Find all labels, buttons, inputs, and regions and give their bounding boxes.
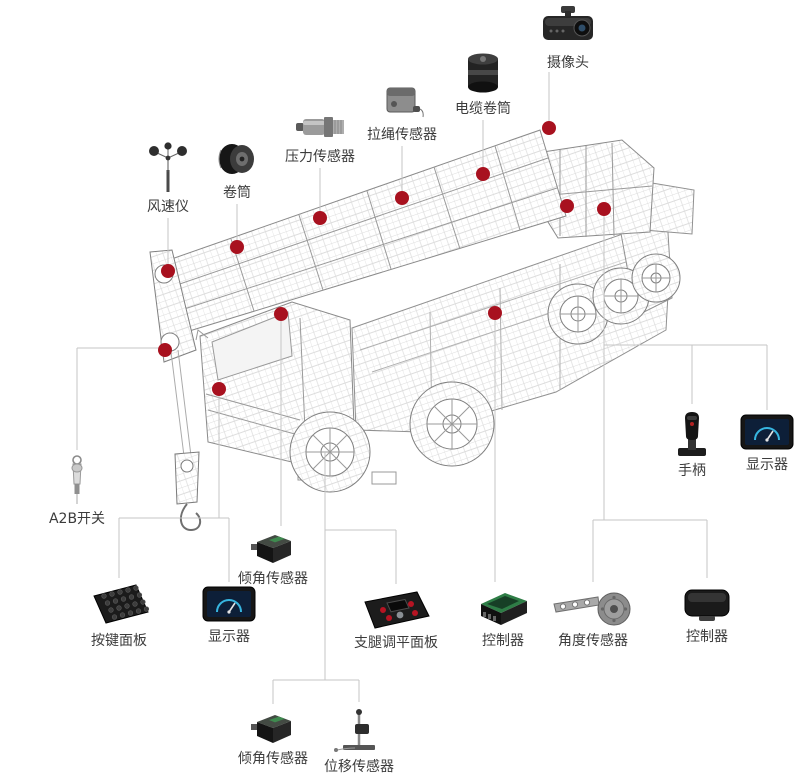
- sensor-location-dot: [230, 240, 244, 254]
- sensor-location-dot: [313, 211, 327, 225]
- component-label: 显示器: [746, 457, 788, 473]
- component-label: 角度传感器: [558, 633, 628, 649]
- tilt-sensor-icon: [251, 535, 291, 563]
- angle-sensor-icon: [553, 592, 631, 626]
- component-tilt-sensor-upper: 倾角传感器: [238, 530, 308, 588]
- component-angle-sensor: 角度传感器: [549, 588, 637, 650]
- component-label: 压力传感器: [285, 149, 355, 165]
- component-label: 电缆卷筒: [455, 101, 511, 117]
- sensor-location-dot: [597, 202, 611, 216]
- reel-icon: [218, 144, 254, 174]
- component-camera: 摄像头: [535, 4, 601, 72]
- component-pressure-sensor: 压力传感器: [282, 110, 358, 166]
- sensor-location-dot: [542, 121, 556, 135]
- component-anemometer: 风速仪: [132, 142, 204, 216]
- draw-wire-sensor-icon: [386, 87, 424, 118]
- controller-icon: [481, 593, 527, 625]
- sensor-location-dot: [161, 264, 175, 278]
- component-display-right: 显示器: [737, 414, 797, 474]
- component-label: 倾角传感器: [238, 571, 308, 587]
- component-label: 支腿调平面板: [354, 635, 438, 651]
- tilt-sensor-icon: [251, 715, 291, 743]
- sensor-location-dot: [158, 343, 172, 357]
- a2b-switch-icon: [71, 455, 83, 504]
- sensor-location-dots: [158, 121, 611, 396]
- component-keypad-panel: 按键面板: [85, 582, 153, 650]
- anemometer-icon: [149, 142, 187, 192]
- component-reel: 卷筒: [201, 138, 273, 202]
- component-label: 显示器: [208, 629, 250, 645]
- component-label: 卷筒: [223, 185, 251, 201]
- component-label: 拉绳传感器: [367, 127, 437, 143]
- camera-icon: [543, 6, 593, 40]
- pressure-sensor-icon: [296, 117, 344, 137]
- component-label: 按键面板: [91, 633, 147, 649]
- joystick-icon: [678, 412, 706, 456]
- sensor-location-dot: [395, 191, 409, 205]
- display-icon: [202, 586, 256, 622]
- component-tilt-sensor-lower: 倾角传感器: [238, 710, 308, 768]
- display-icon: [740, 414, 794, 450]
- component-label: 手柄: [678, 463, 706, 479]
- keypad-panel-icon: [93, 584, 150, 624]
- component-draw-wire-sensor: 拉绳传感器: [363, 82, 441, 144]
- component-label: 风速仪: [147, 199, 189, 215]
- crane-wheels: [289, 253, 681, 493]
- component-label: A2B开关: [48, 511, 106, 527]
- component-outrigger-leveling-panel: 支腿调平面板: [352, 590, 440, 652]
- component-cable-reel: 电缆卷筒: [447, 50, 519, 118]
- sensor-location-dot: [476, 167, 490, 181]
- sensor-location-dot: [560, 199, 574, 213]
- component-controller-right: 控制器: [679, 584, 735, 646]
- sensor-location-dot: [488, 306, 502, 320]
- component-a2b-switch: A2B开关: [45, 454, 109, 528]
- component-label: 控制器: [686, 629, 728, 645]
- component-label: 倾角传感器: [238, 751, 308, 767]
- component-label: 摄像头: [547, 55, 589, 71]
- outrigger-leveling-panel-icon: [364, 591, 430, 629]
- sensor-location-dot: [274, 307, 288, 321]
- component-controller-left: 控制器: [475, 588, 531, 650]
- component-label: 位移传感器: [324, 759, 394, 775]
- component-display-bottom: 显示器: [199, 586, 259, 646]
- component-joystick: 手柄: [664, 408, 720, 480]
- cable-reel-icon: [468, 53, 498, 93]
- sensor-location-dot: [212, 382, 226, 396]
- connector-lines: [76, 72, 768, 704]
- displacement-sensor-icon: [334, 709, 375, 752]
- crane-wireframe-illustration: [149, 129, 695, 532]
- component-displacement-sensor: 位移传感器: [323, 708, 395, 776]
- controller-icon: [684, 589, 730, 621]
- component-label: 控制器: [482, 633, 524, 649]
